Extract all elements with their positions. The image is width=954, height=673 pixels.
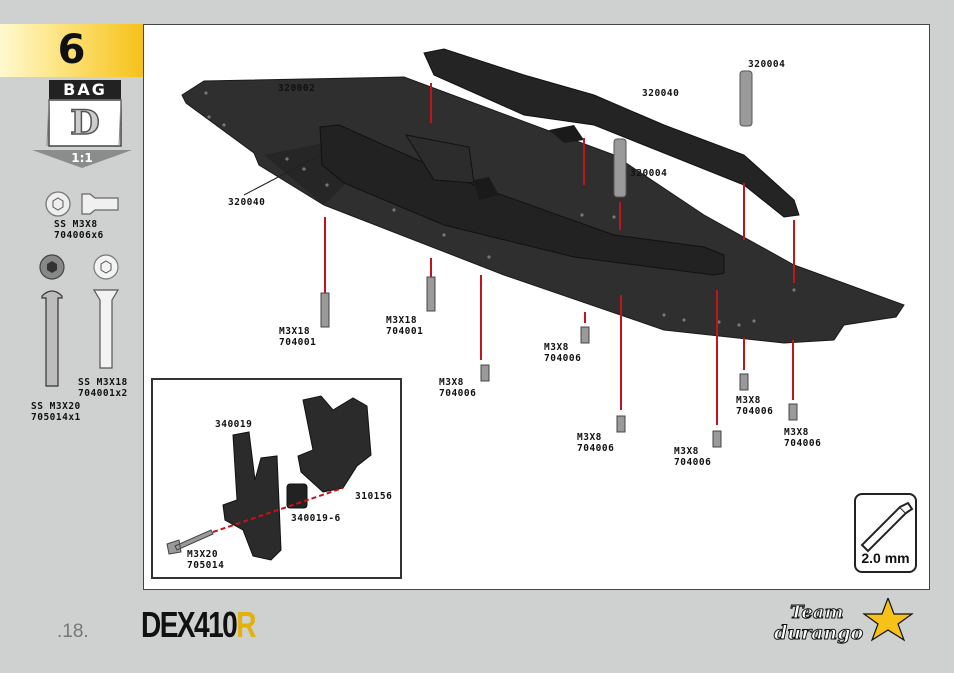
hardware-icons (39, 191, 120, 387)
brand-line-1: Team (790, 602, 844, 624)
tool-size: 2.0 mm (861, 550, 910, 566)
screw-a (320, 292, 330, 328)
post-front (739, 70, 753, 127)
label-rail-left: 320040 (228, 197, 266, 208)
model-logo: DEX410R (141, 604, 257, 645)
screw-h (788, 403, 798, 421)
label-inset-b: 310156 (355, 491, 393, 502)
mount-part-a (222, 431, 282, 561)
label-post-front: 320004 (748, 59, 786, 70)
screw-c (480, 364, 490, 382)
label-inset-a: 340019 (215, 419, 253, 430)
tool-badge: 2.0 mm (854, 493, 917, 573)
rail-right (423, 48, 800, 218)
brand-logo: Team durango (768, 598, 928, 650)
bag-title: BAG (49, 80, 121, 99)
star-icon (862, 598, 914, 642)
screw-d (580, 326, 590, 344)
assembly-drawing (181, 48, 905, 448)
inset-screw (166, 529, 214, 555)
label-inset-c: 340019-6 (291, 513, 341, 524)
inset-drawing (166, 395, 372, 561)
label-post-mid: 320004 (630, 168, 668, 179)
page-number: .18. (57, 621, 89, 642)
screw-f (712, 430, 722, 448)
screw-g (739, 373, 749, 391)
rail-left (319, 124, 725, 276)
screw-b (426, 276, 436, 312)
post-mid (613, 138, 627, 198)
mount-part-b (297, 395, 372, 493)
label-chassis: 320002 (278, 83, 316, 94)
label-rail-right: 320040 (642, 88, 680, 99)
hex-key-icon (860, 501, 914, 553)
step-number: 6 (57, 27, 86, 73)
bag-icon (32, 99, 132, 168)
spacer (286, 483, 308, 509)
brand-line-2: durango (773, 622, 864, 645)
bag-letter: D (70, 102, 101, 144)
step-banner (0, 24, 143, 77)
bag-ratio: 1:1 (71, 151, 93, 165)
screw-e (616, 415, 626, 433)
